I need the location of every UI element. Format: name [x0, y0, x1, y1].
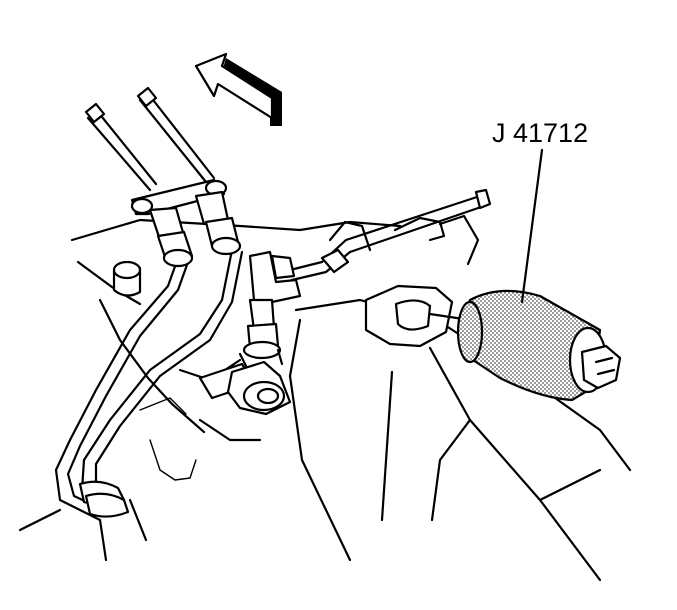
- fuel-filter-bracket: [364, 284, 472, 348]
- fuel-line-clamp: [130, 178, 228, 216]
- tool-callout-label: J 41712: [492, 118, 588, 148]
- direction-arrow-icon: [194, 52, 282, 126]
- fuel-filter-wrench-tool: [456, 289, 622, 402]
- callout-leader-line: [520, 148, 544, 304]
- fuel-line-fittings: [148, 190, 350, 416]
- engine-housing: [70, 214, 632, 582]
- fuel-lines: [18, 86, 492, 562]
- tool-callout: J 41712: [492, 118, 588, 304]
